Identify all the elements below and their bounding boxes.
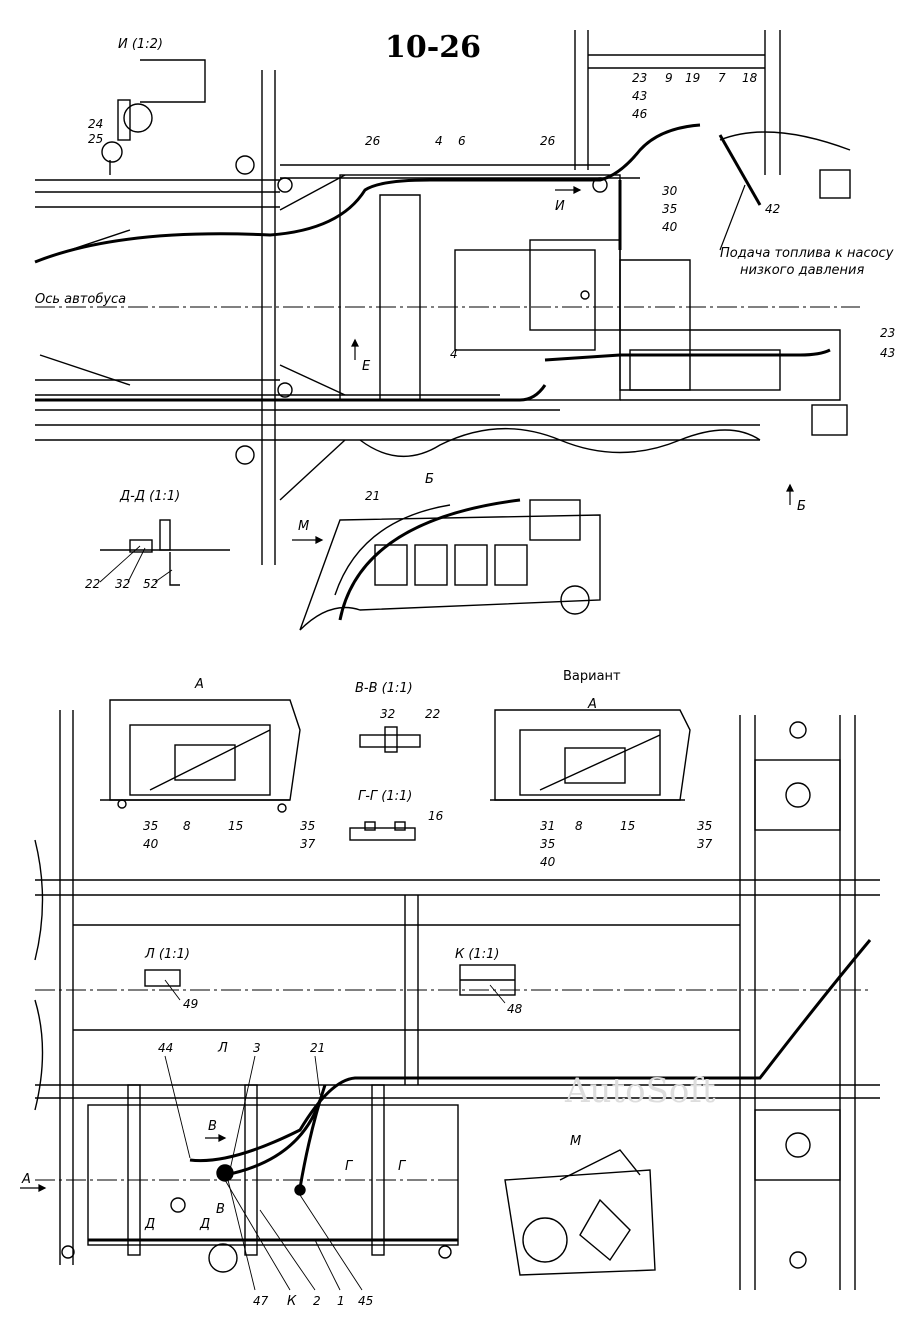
- view-a-callout-35b: 35: [300, 819, 315, 833]
- variant-callout-35b: 35: [697, 819, 712, 833]
- variant-callout-35: 35: [540, 837, 555, 851]
- fuel-supply-note-line2: низкого давления: [740, 263, 864, 278]
- section-gg-title: Г-Г (1:1): [358, 789, 412, 804]
- section-vv-title: В-В (1:1): [355, 681, 413, 696]
- bottom-mark-a: А: [21, 1172, 31, 1187]
- variant-a-drawing: [490, 709, 691, 801]
- view-mark-e: Е: [362, 359, 371, 374]
- section-vv-callout-32: 32: [380, 707, 395, 721]
- view-a-callout-8: 8: [183, 819, 191, 833]
- bottom-mark-g1: Г: [345, 1159, 354, 1174]
- bottom-mark-d1: Д: [144, 1217, 155, 1232]
- callout-7: 7: [718, 71, 726, 85]
- section-gg-drawing: [349, 821, 416, 841]
- callout-leaders: [99, 545, 506, 1291]
- detail-l-title: Л (1:1): [144, 947, 190, 962]
- section-k-title: К (1:1): [455, 947, 499, 962]
- callout-1: 1: [337, 1294, 345, 1308]
- view-a-title: А: [194, 677, 204, 692]
- detail-m-drawing: [504, 1149, 656, 1276]
- callout-40: 40: [662, 220, 678, 234]
- view-a-callout-15: 15: [228, 819, 243, 833]
- callout-4b: 4: [450, 347, 458, 361]
- view-a-drawing: [100, 699, 301, 813]
- callout-9: 9: [665, 71, 673, 85]
- variant-callout-8: 8: [575, 819, 583, 833]
- detail-i-drawing: [101, 59, 206, 175]
- variant-callout-37: 37: [697, 837, 713, 851]
- callout-46: 46: [632, 107, 648, 121]
- callout-52: 52: [143, 577, 158, 591]
- callout-44: 44: [158, 1041, 173, 1055]
- callout-47: 47: [253, 1294, 269, 1308]
- callout-32: 32: [115, 577, 130, 591]
- callout-22: 22: [85, 577, 100, 591]
- bottom-mark-v1: В: [208, 1119, 217, 1134]
- callout-25: 25: [88, 132, 103, 146]
- variant-heading: Вариант: [563, 669, 621, 684]
- bus-axis-label: Ось автобуса: [35, 292, 126, 307]
- callout-18: 18: [742, 71, 758, 85]
- variant-callout-15: 15: [620, 819, 635, 833]
- section-gg-callout-16: 16: [428, 809, 444, 823]
- view-a-callout-37: 37: [300, 837, 316, 851]
- sheet-number: 10-26: [385, 30, 481, 65]
- callout-k: К: [287, 1294, 297, 1309]
- bottom-mark-l: Л: [217, 1041, 228, 1056]
- callout-21-engine: 21: [365, 489, 380, 503]
- bottom-fuel-lines: [189, 939, 872, 1189]
- section-k-drawing: [459, 964, 516, 996]
- callout-30: 30: [662, 184, 678, 198]
- view-mark-i: И: [555, 199, 565, 214]
- view-mark-m: М: [298, 519, 309, 534]
- bottom-mark-g2: Г: [398, 1159, 407, 1174]
- section-vv-callout-22: 22: [425, 707, 440, 721]
- variant-a-title: А: [587, 697, 597, 712]
- callout-4a: 4: [435, 134, 443, 148]
- view-arrows: [20, 184, 794, 1192]
- callout-19: 19: [685, 71, 700, 85]
- top-fuel-lines: [34, 123, 831, 402]
- variant-callout-31: 31: [540, 819, 555, 833]
- section-dd-drawing: [100, 519, 230, 586]
- watermark-text: AutoSoft: [564, 1071, 716, 1111]
- callout-24: 24: [88, 117, 103, 131]
- view-a-callout-35: 35: [143, 819, 158, 833]
- view-mark-b2: Б: [797, 499, 806, 514]
- section-vv-drawing: [359, 726, 421, 753]
- section-k-callout-48: 48: [507, 1002, 523, 1016]
- callout-23-right: 23: [880, 326, 895, 340]
- callout-26b: 26: [540, 134, 556, 148]
- callout-2: 2: [313, 1294, 321, 1308]
- view-a-callout-40: 40: [143, 837, 159, 851]
- fuel-supply-note-line1: Подача топлива к насосу: [720, 246, 894, 261]
- callout-42: 42: [765, 202, 780, 216]
- callout-43-right: 43: [880, 346, 895, 360]
- callout-21: 21: [310, 1041, 325, 1055]
- top-view-frame: [35, 30, 851, 565]
- section-dd-title: Д-Д (1:1): [119, 489, 180, 504]
- callout-35: 35: [662, 202, 677, 216]
- callout-43: 43: [632, 89, 647, 103]
- bottom-view-frame: [34, 710, 880, 1290]
- detail-i-title: И (1:2): [118, 37, 163, 52]
- callout-3: 3: [253, 1041, 261, 1055]
- engine-view-b: [299, 498, 601, 631]
- view-mark-b: Б: [425, 472, 434, 487]
- bottom-mark-d2: Д: [199, 1217, 210, 1232]
- detail-l-callout-49: 49: [183, 997, 198, 1011]
- callout-26a: 26: [365, 134, 381, 148]
- bottom-mark-v2: В: [216, 1202, 225, 1217]
- detail-m-title: М: [570, 1134, 581, 1149]
- callout-45: 45: [358, 1294, 373, 1308]
- variant-callout-40: 40: [540, 855, 556, 869]
- callout-23: 23: [632, 71, 647, 85]
- callout-6: 6: [458, 134, 466, 148]
- detail-l-drawing: [144, 969, 181, 987]
